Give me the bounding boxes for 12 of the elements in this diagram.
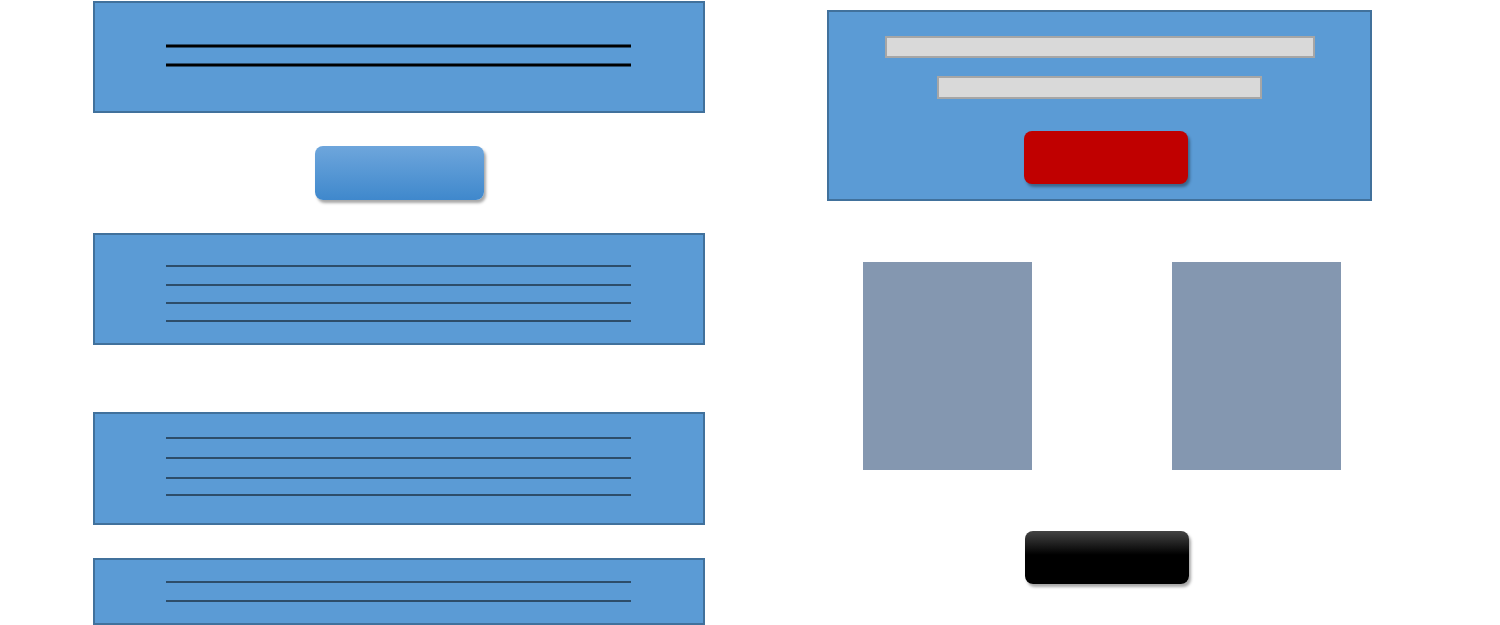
content-panel [827,10,1372,201]
content-panel [93,558,705,625]
image-placeholder [1172,262,1341,470]
input-field [885,36,1315,58]
button [315,146,484,200]
input-field [937,76,1262,99]
content-panel [93,1,705,113]
content-panel [93,412,705,525]
button [1024,131,1188,184]
content-panel [93,233,705,345]
image-placeholder [863,262,1032,470]
button [1025,531,1189,584]
